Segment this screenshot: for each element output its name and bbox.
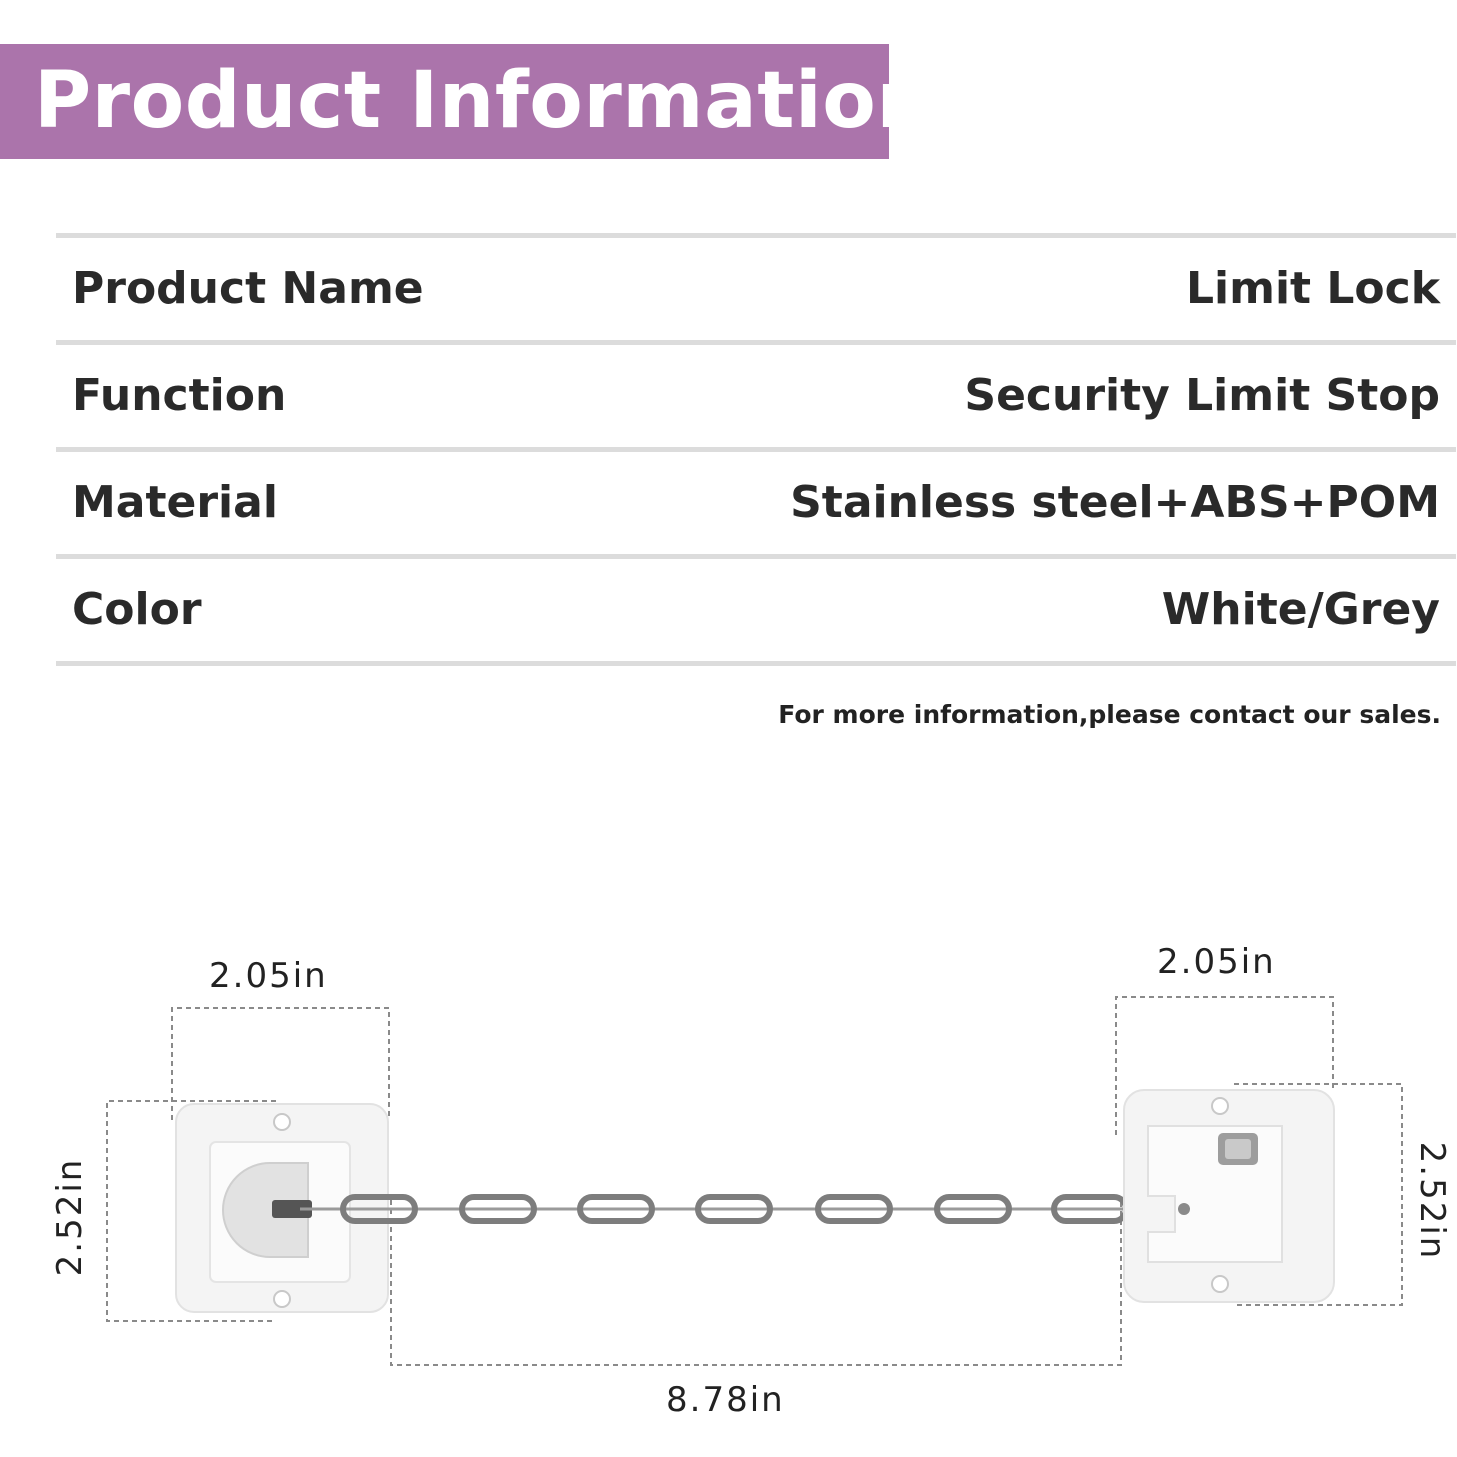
left-height-label: 2.52in: [50, 1157, 90, 1277]
dimension-guides: [106, 996, 1403, 1366]
divider: [56, 233, 1456, 238]
spec-label: Function: [72, 370, 287, 421]
divider: [56, 447, 1456, 452]
length-label: 8.78in: [666, 1380, 785, 1420]
right-width-label: 2.05in: [1157, 942, 1276, 982]
left-mount: [175, 1103, 389, 1313]
spec-label: Material: [72, 477, 278, 528]
divider: [56, 340, 1456, 345]
spec-row-material: Material Stainless steel+ABS+POM: [56, 452, 1456, 554]
divider: [56, 554, 1456, 559]
spec-value: Limit Lock: [1185, 263, 1440, 314]
page-title: Product Information: [34, 56, 933, 146]
chain: [300, 1194, 1190, 1224]
divider: [56, 661, 1456, 666]
spec-value: Stainless steel+ABS+POM: [790, 477, 1440, 528]
right-height-label: 2.52in: [1412, 1141, 1452, 1261]
spec-row-color: Color White/Grey: [56, 559, 1456, 661]
spec-table: Product Name Limit Lock Function Securit…: [56, 233, 1456, 666]
right-mount: [1123, 1089, 1335, 1303]
spec-value: White/Grey: [1161, 584, 1440, 635]
spec-value: Security Limit Stop: [964, 370, 1440, 421]
title-banner: Product Information: [0, 44, 932, 159]
left-width-label: 2.05in: [209, 956, 328, 996]
spec-row-product-name: Product Name Limit Lock: [56, 238, 1456, 340]
spec-label: Color: [72, 584, 202, 635]
spec-label: Product Name: [72, 263, 424, 314]
contact-note: For more information,please contact our …: [778, 700, 1441, 729]
spec-row-function: Function Security Limit Stop: [56, 345, 1456, 447]
